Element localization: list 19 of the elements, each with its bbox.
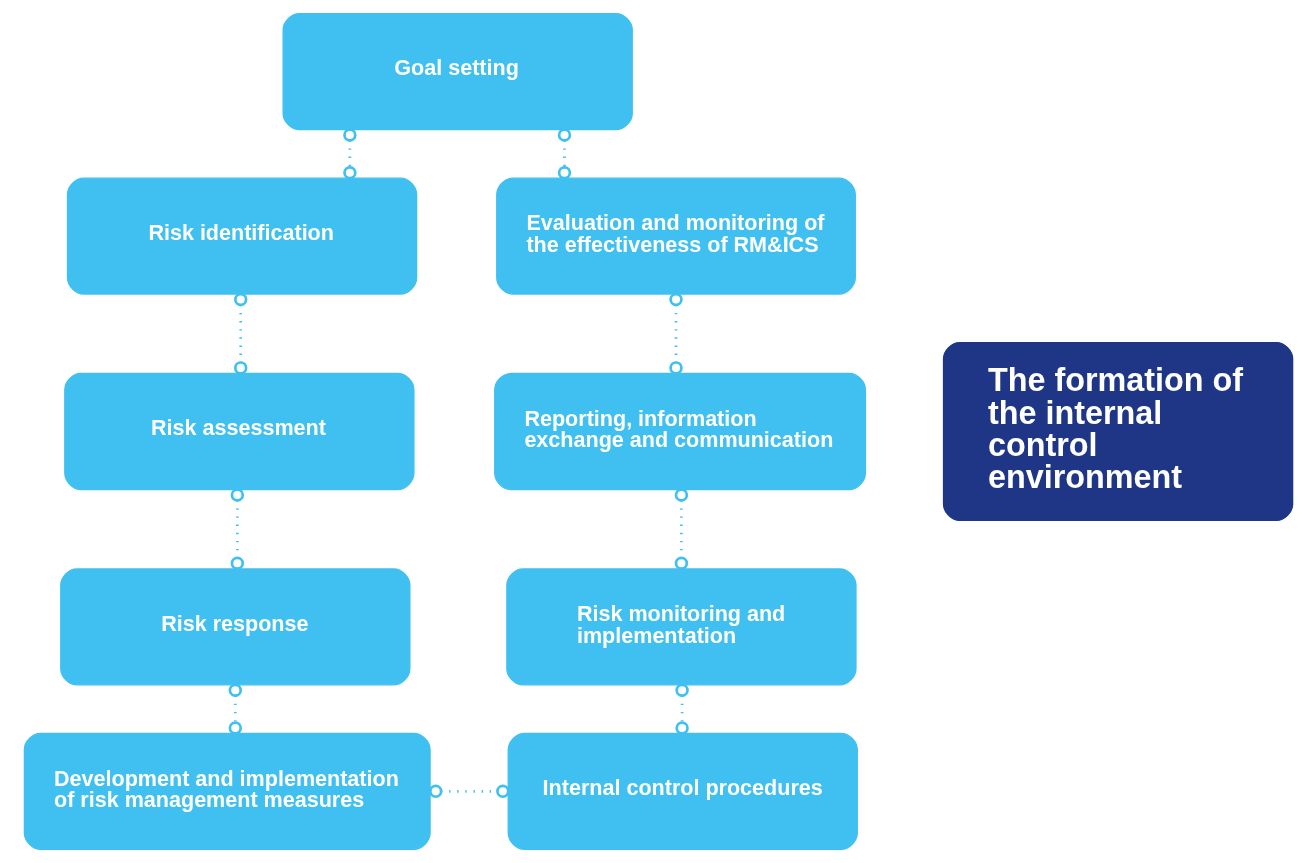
node-box: Risk assessment	[63, 372, 415, 491]
node-box: Risk response	[59, 568, 410, 686]
connector	[233, 292, 247, 375]
node-box: Internal control procedures	[507, 732, 858, 850]
connector	[674, 683, 689, 735]
connector	[428, 784, 510, 799]
connector	[230, 488, 244, 571]
node-box: Risk identification	[66, 177, 417, 295]
node-box: Risk monitoring and implementation	[505, 568, 857, 686]
node-box: The formation of the internal control environment	[942, 341, 1293, 522]
node-box: Reporting, information exchange and communication	[493, 372, 866, 491]
connector	[228, 683, 242, 735]
node-box: Goal setting	[282, 13, 633, 131]
node-box: Development and implementation of risk management measures	[23, 732, 431, 850]
connector	[557, 128, 571, 180]
connector	[674, 488, 688, 571]
connector	[668, 292, 683, 375]
node-box: Evaluation and monitoring of the effectiveness of RM&ICS	[495, 177, 856, 295]
connector	[342, 128, 357, 180]
